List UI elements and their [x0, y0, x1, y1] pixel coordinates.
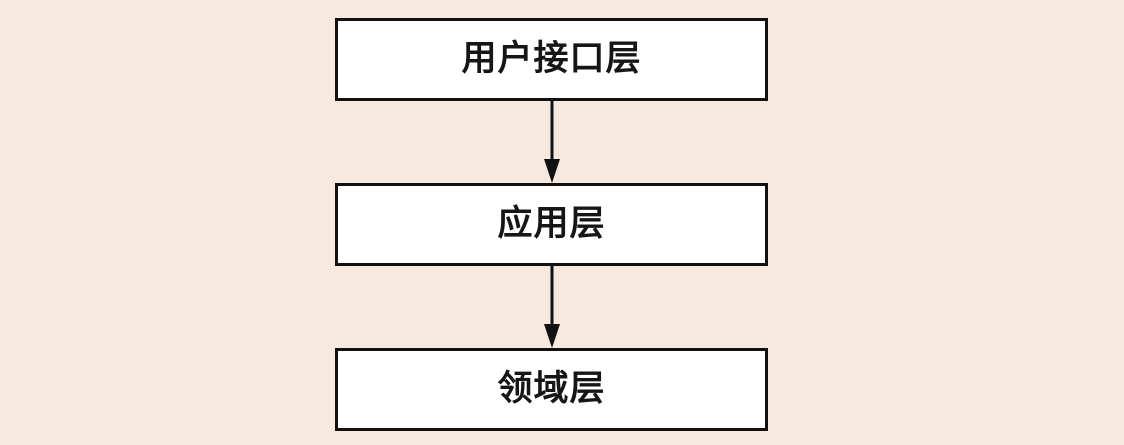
edge-app-to-dom — [537, 266, 567, 348]
node-domain-layer[interactable]: 领域层 — [335, 348, 768, 431]
node-label-domain-layer: 领域层 — [497, 369, 606, 409]
node-label-user-interface-layer: 用户接口层 — [461, 39, 642, 79]
node-application-layer[interactable]: 应用层 — [335, 183, 768, 266]
node-user-interface-layer[interactable]: 用户接口层 — [335, 18, 768, 101]
arrow-down-icon — [544, 101, 560, 183]
edge-ui-to-app — [537, 101, 567, 183]
arrow-down-icon — [544, 266, 560, 348]
node-label-application-layer: 应用层 — [497, 204, 606, 244]
